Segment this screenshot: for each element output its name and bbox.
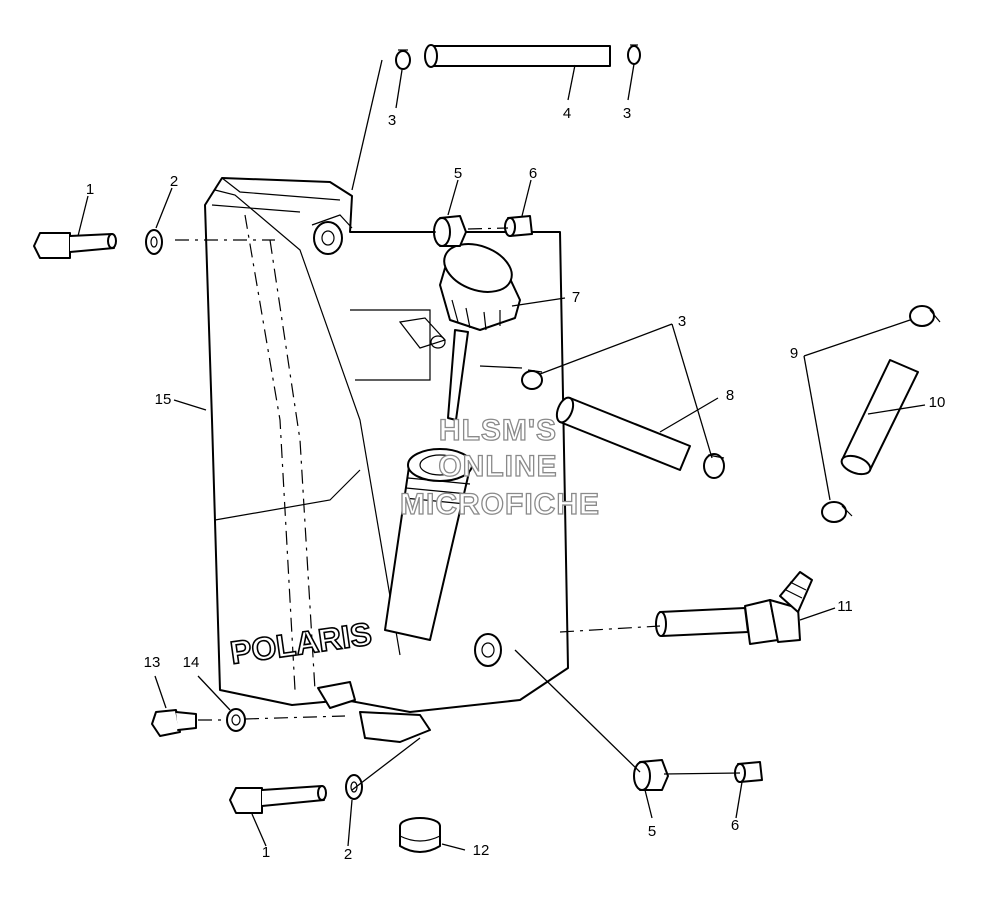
svg-text:MICROFICHE: MICROFICHE xyxy=(400,488,600,521)
svg-text:ONLINE: ONLINE xyxy=(438,450,557,483)
callout-2: 2 xyxy=(344,846,352,863)
callout-5: 5 xyxy=(454,165,462,182)
sealing-washer xyxy=(226,708,246,732)
callout-4: 4 xyxy=(563,105,571,122)
sleeve-lower xyxy=(734,761,763,783)
drain-plug xyxy=(151,709,197,737)
callout-labels: 1 1 2 2 3 3 3 4 5 5 6 6 7 8 9 10 11 12 1… xyxy=(86,105,946,863)
leader-lines xyxy=(77,59,926,851)
callout-3: 3 xyxy=(388,112,396,129)
callout-11: 11 xyxy=(837,598,853,615)
washer-upper xyxy=(145,229,163,255)
callout-2: 2 xyxy=(170,173,178,190)
grommet-lower xyxy=(633,759,669,791)
drain-grommet xyxy=(399,817,441,853)
bolt-lower xyxy=(229,785,327,814)
callout-5: 5 xyxy=(648,823,656,840)
hose-clamp xyxy=(703,453,725,479)
hose-clamp xyxy=(821,501,847,523)
hose-clamp xyxy=(909,305,935,327)
hose-clamp xyxy=(521,370,543,390)
callout-8: 8 xyxy=(726,387,734,404)
callout-13: 13 xyxy=(144,654,161,671)
svg-text:HLSM'S: HLSM'S xyxy=(439,414,557,447)
callout-12: 12 xyxy=(473,842,490,859)
callout-6: 6 xyxy=(731,817,739,834)
callout-1: 1 xyxy=(262,844,270,861)
callout-7: 7 xyxy=(572,289,580,306)
callout-15: 15 xyxy=(155,391,172,408)
callout-1: 1 xyxy=(86,181,94,198)
washer-lower xyxy=(345,774,363,800)
vent-hose xyxy=(521,369,725,479)
grommet-upper xyxy=(433,215,467,247)
assembly-lines xyxy=(175,227,741,775)
callout-3: 3 xyxy=(678,313,686,330)
elbow-fitting xyxy=(655,571,813,645)
callout-14: 14 xyxy=(183,654,200,671)
filler-cap xyxy=(439,243,521,331)
sleeve-upper xyxy=(504,215,533,237)
oil-hose xyxy=(821,305,941,523)
callout-6: 6 xyxy=(529,165,537,182)
watermark: HLSM'S ONLINE MICROFICHE xyxy=(399,413,600,521)
callout-3: 3 xyxy=(623,105,631,122)
callout-10: 10 xyxy=(929,394,946,411)
callout-9: 9 xyxy=(790,345,798,362)
hose-top xyxy=(395,44,641,70)
bolt-upper xyxy=(33,232,117,259)
